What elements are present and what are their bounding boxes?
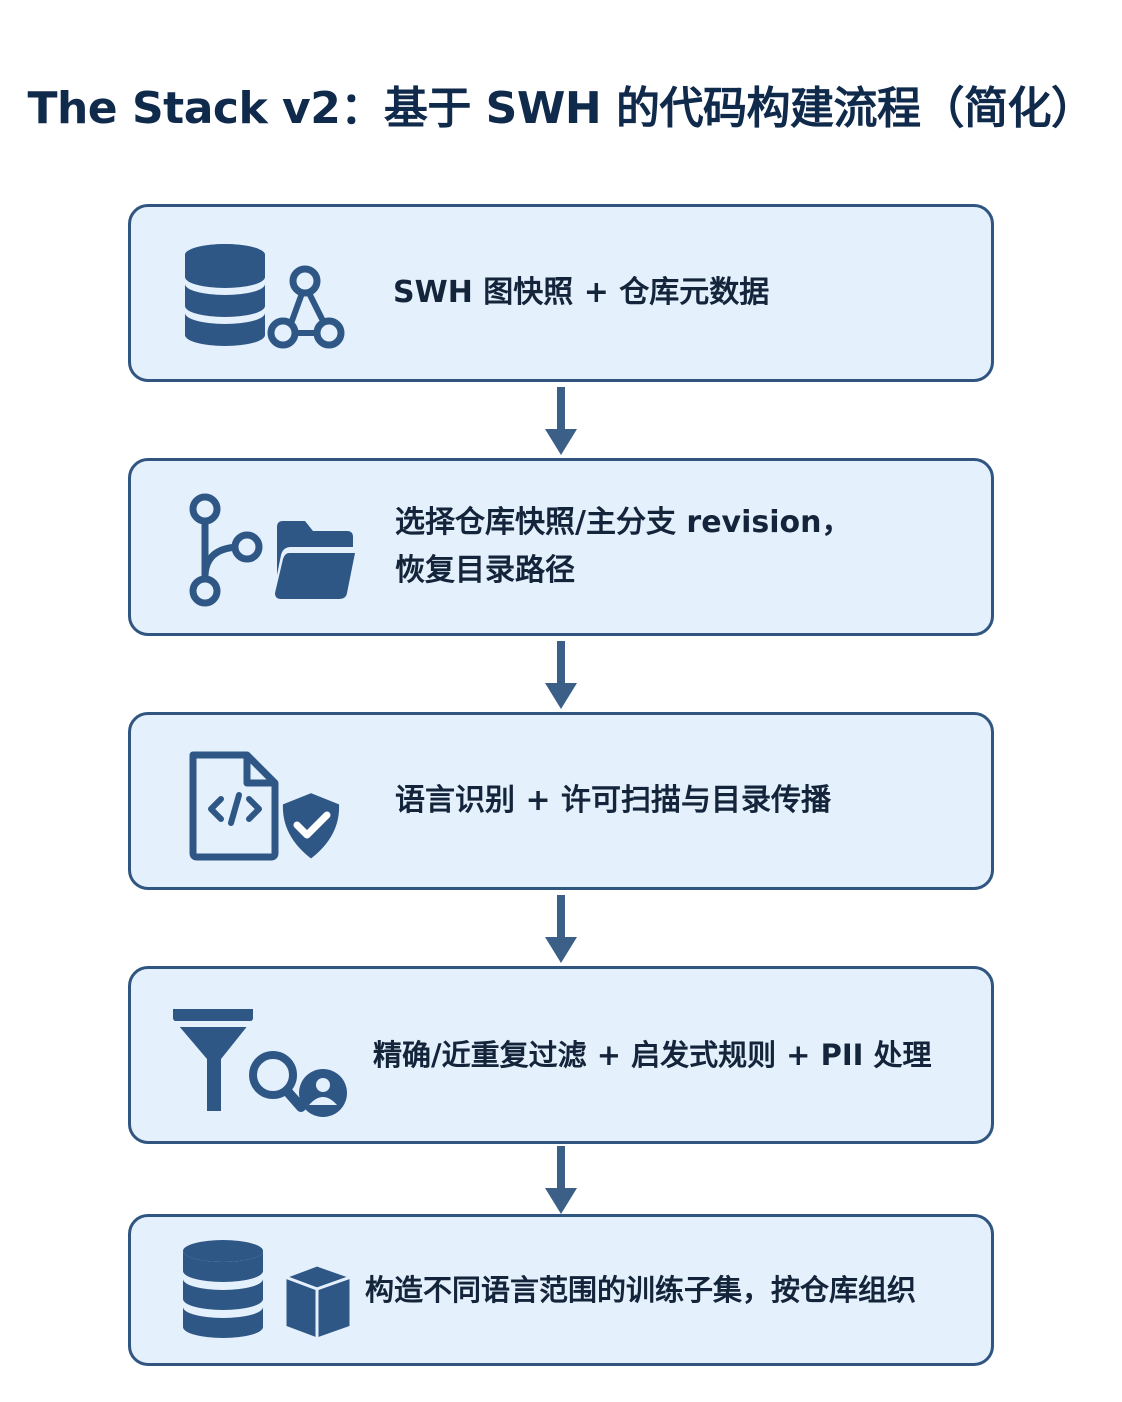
step-2-line-1: 选择仓库快照/主分支 revision， — [395, 505, 852, 540]
step-2-line-2: 恢复目录路径 — [395, 553, 575, 588]
arrow-down-icon — [541, 641, 581, 713]
step-5-label: 构造不同语言范围的训练子集，按仓库组织 — [365, 1267, 916, 1313]
step-2-box: 选择仓库快照/主分支 revision， 恢复目录路径 — [128, 458, 994, 636]
filter-search-user-icon — [169, 995, 349, 1121]
code-file-shield-icon — [175, 741, 355, 867]
step-1-box: SWH 图快照 + 仓库元数据 — [128, 204, 994, 382]
step-4-label: 精确/近重复过滤 + 启发式规则 + PII 处理 — [373, 1032, 932, 1078]
step-3-label: 语言识别 + 许可扫描与目录传播 — [395, 777, 831, 825]
diagram-title: The Stack v2：基于 SWH 的代码构建流程（简化） — [27, 83, 1095, 134]
database-graph-icon — [175, 233, 355, 359]
step-4-line-1: 精确/近重复过滤 + 启发式规则 + PII 处理 — [373, 1037, 932, 1072]
step-1-label: SWH 图快照 + 仓库元数据 — [393, 269, 769, 317]
branch-folder-icon — [175, 487, 355, 613]
step-5-line-1: 构造不同语言范围的训练子集，按仓库组织 — [365, 1272, 917, 1307]
arrow-down-icon — [541, 387, 581, 459]
step-2-label: 选择仓库快照/主分支 revision， 恢复目录路径 — [395, 499, 852, 595]
database-cube-icon — [175, 1233, 355, 1359]
step-1-line-1: SWH 图快照 + 仓库元数据 — [393, 275, 770, 310]
step-5-box: 构造不同语言范围的训练子集，按仓库组织 — [128, 1214, 994, 1366]
arrow-down-icon — [541, 1146, 581, 1218]
step-4-box: 精确/近重复过滤 + 启发式规则 + PII 处理 — [128, 966, 994, 1144]
step-3-box: 语言识别 + 许可扫描与目录传播 — [128, 712, 994, 890]
step-3-line-1: 语言识别 + 许可扫描与目录传播 — [395, 783, 832, 818]
arrow-down-icon — [541, 895, 581, 967]
